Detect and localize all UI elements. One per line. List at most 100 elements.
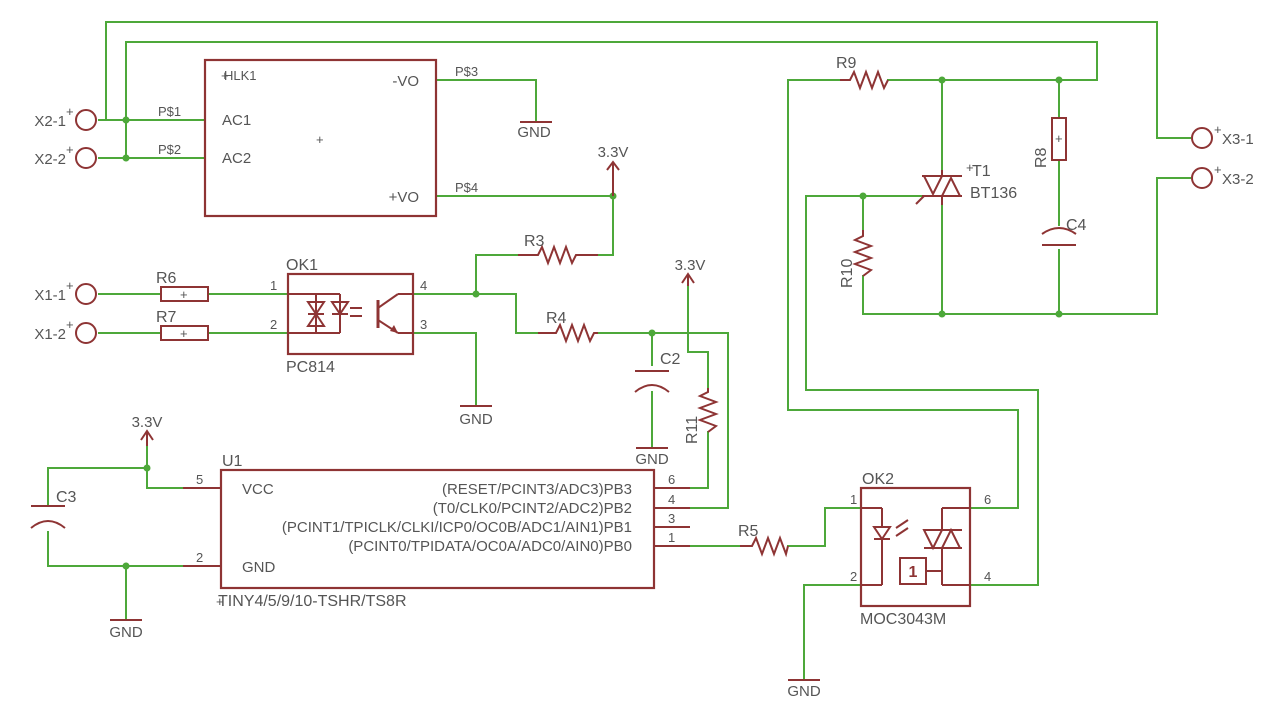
triac-t1[interactable]: T1 BT136 +	[915, 160, 1017, 205]
psu-pin-vo-pos: +VO	[389, 189, 419, 206]
resistor-r7[interactable]: + R7	[156, 309, 209, 341]
svg-text:GND: GND	[109, 624, 143, 641]
svg-text:+: +	[66, 317, 74, 332]
u1-pin-pb0: (PCINT0/TPIDATA/OC0A/ADC0/AIN0)PB0	[348, 538, 632, 555]
supply-symbol-u1: 3.3V	[132, 414, 163, 446]
capacitor-c4[interactable]: C4	[1041, 217, 1087, 246]
connector-label: X3-1	[1222, 131, 1254, 148]
connector-x3-1[interactable]: X3-1 +	[1191, 122, 1254, 149]
connector-x1-2[interactable]: X1-2 +	[34, 317, 97, 344]
svg-text:+: +	[221, 68, 229, 83]
capacitor-label: C3	[56, 489, 77, 506]
svg-text:+: +	[180, 287, 188, 302]
svg-text:2: 2	[850, 569, 857, 584]
connector-label: X2-2	[34, 151, 66, 168]
svg-text:+: +	[966, 160, 974, 175]
microcontroller-u1[interactable]: U1 TINY4/5/9/10-TSHR/TS8R + 5 VCC 2 GND …	[183, 453, 690, 610]
resistor-label: R3	[524, 233, 545, 250]
svg-text:+: +	[66, 142, 74, 157]
svg-text:3.3V: 3.3V	[675, 257, 706, 274]
psu-module-hlk1[interactable]: HLK1 + AC1 AC2 -VO +VO + P$1 P$2 P$3 P$4	[158, 58, 478, 218]
u1-value: TINY4/5/9/10-TSHR/TS8R	[218, 593, 407, 610]
wires	[47, 21, 1191, 681]
ok1-ref: OK1	[286, 257, 318, 274]
resistor-label: R6	[156, 270, 177, 287]
resistor-r9[interactable]: R9	[836, 55, 889, 91]
gnd-symbol-u1: GND	[109, 619, 143, 641]
u1-pin-pb1: (PCINT1/TPICLK/CLKI/ICP0/OC0B/ADC1/AIN1)…	[282, 519, 632, 536]
svg-text:2: 2	[270, 317, 277, 332]
connector-label: X1-2	[34, 326, 66, 343]
svg-text:+: +	[1214, 122, 1222, 137]
svg-text:1: 1	[668, 530, 675, 545]
resistor-r6[interactable]: + R6	[156, 270, 209, 302]
gnd-symbol-hlk: GND	[517, 121, 552, 141]
svg-text:4: 4	[420, 278, 427, 293]
resistor-r11[interactable]: R11	[684, 388, 719, 444]
psu-pad-p3: P$3	[455, 64, 478, 79]
svg-text:+: +	[66, 104, 74, 119]
psu-name: HLK1	[224, 68, 257, 83]
resistor-r3[interactable]: R3	[518, 233, 598, 266]
resistor-r10[interactable]: R10	[839, 230, 874, 288]
psu-pad-p4: P$4	[455, 180, 478, 195]
resistor-label: R9	[836, 55, 857, 72]
ok1-value: PC814	[286, 359, 335, 376]
svg-text:+: +	[1214, 162, 1222, 177]
connector-x1-1[interactable]: X1-1 +	[34, 278, 97, 305]
resistor-r4[interactable]: R4	[538, 310, 598, 344]
connector-x2-1[interactable]: X2-1 +	[34, 104, 97, 131]
capacitor-c3[interactable]: C3	[30, 489, 77, 529]
u1-ref: U1	[222, 453, 243, 470]
psu-pad-p1: P$1	[158, 104, 181, 119]
svg-text:4: 4	[668, 492, 675, 507]
gnd-symbol-ok2: GND	[787, 679, 821, 700]
connector-x3-2[interactable]: X3-2 +	[1191, 162, 1254, 189]
junctions	[122, 76, 1063, 570]
svg-text:1: 1	[270, 278, 277, 293]
resistor-r5[interactable]: R5	[738, 523, 789, 558]
svg-text:+: +	[216, 594, 224, 609]
resistor-label: R8	[1033, 147, 1050, 168]
svg-text:+: +	[1055, 131, 1063, 146]
capacitor-label: C4	[1066, 217, 1087, 234]
svg-text:3.3V: 3.3V	[132, 414, 163, 431]
svg-text:6: 6	[984, 492, 991, 507]
svg-text:5: 5	[196, 472, 203, 487]
svg-text:GND: GND	[459, 411, 493, 428]
svg-text:1: 1	[850, 492, 857, 507]
supply-symbol-r11: 3.3V	[675, 257, 706, 286]
ok2-ref: OK2	[862, 471, 894, 488]
u1-pin-pb2: (T0/CLK0/PCINT2/ADC2)PB2	[433, 500, 632, 517]
resistor-label: R5	[738, 523, 759, 540]
connector-x2-2[interactable]: X2-2 +	[34, 142, 97, 169]
psu-pin-ac1: AC1	[222, 112, 251, 129]
triac-value: BT136	[970, 185, 1017, 202]
triac-ref: T1	[972, 163, 991, 180]
resistor-label: R10	[839, 259, 856, 288]
resistor-r8[interactable]: + R8	[1033, 117, 1067, 168]
resistor-label: R4	[546, 310, 567, 327]
u1-pin-gnd: GND	[242, 559, 276, 576]
svg-text:3.3V: 3.3V	[598, 144, 629, 161]
ok2-value: MOC3043M	[860, 611, 946, 628]
resistor-label: R11	[684, 416, 701, 444]
connector-label: X2-1	[34, 113, 66, 130]
svg-text:GND: GND	[635, 451, 669, 468]
connector-label: X1-1	[34, 287, 66, 304]
gnd-symbol-ok1: GND	[459, 405, 493, 428]
svg-text:GND: GND	[787, 683, 821, 700]
optocoupler-ok2[interactable]: OK2 MOC3043M 1 2 4 6 1	[850, 471, 991, 628]
psu-pin-ac2: AC2	[222, 150, 251, 167]
supply-symbol-hlk: 3.3V	[598, 144, 629, 196]
capacitor-c2[interactable]: C2	[634, 351, 681, 393]
svg-text:3: 3	[668, 511, 675, 526]
gnd-symbol-c2: GND	[635, 447, 669, 468]
optocoupler-ok1[interactable]: OK1 PC814 1 2 3 4	[270, 257, 427, 376]
svg-text:6: 6	[668, 472, 675, 487]
svg-text:+: +	[66, 278, 74, 293]
svg-text:3: 3	[420, 317, 427, 332]
svg-text:2: 2	[196, 550, 203, 565]
psu-pad-p2: P$2	[158, 142, 181, 157]
